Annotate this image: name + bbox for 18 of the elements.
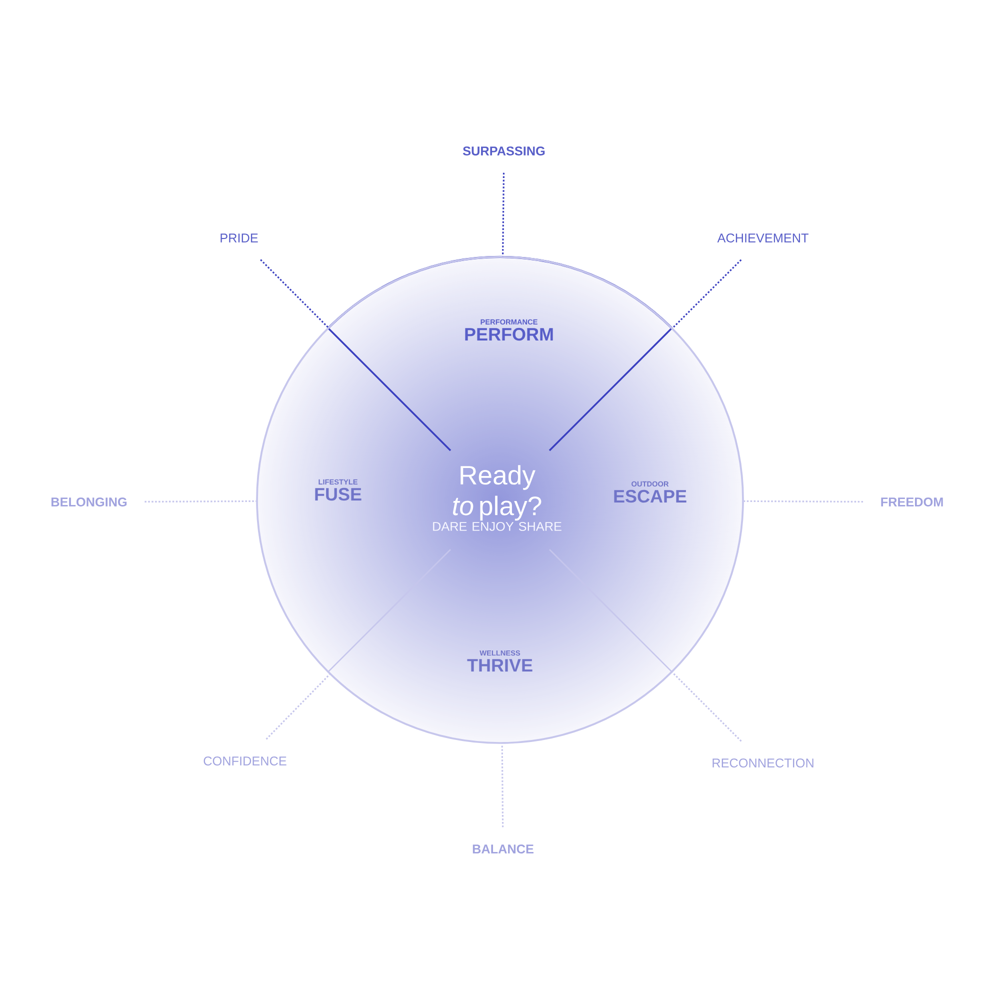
dotted-line — [266, 674, 330, 740]
center-title: Ready to play? DARE ENJOY SHARE — [433, 465, 562, 531]
circle-outline — [256, 256, 744, 744]
dotted-line — [144, 500, 256, 503]
dotted-line — [672, 672, 742, 742]
dotted-line — [502, 172, 505, 256]
outer-label: CONFIDENCE — [204, 756, 286, 766]
dotted-line — [260, 259, 328, 328]
outer-label: PRIDE — [220, 234, 258, 242]
dotted-line — [672, 259, 742, 328]
dotted-line — [501, 744, 504, 828]
outer-label: BALANCE — [472, 844, 534, 854]
outer-label: ACHIEVEMENT — [717, 234, 808, 242]
outer-label: BELONGING — [52, 498, 127, 506]
outer-label: RECONNECTION — [712, 758, 814, 768]
outer-label: FREEDOM — [881, 498, 943, 506]
dotted-line — [744, 500, 864, 503]
outer-label: SURPASSING — [462, 146, 545, 156]
